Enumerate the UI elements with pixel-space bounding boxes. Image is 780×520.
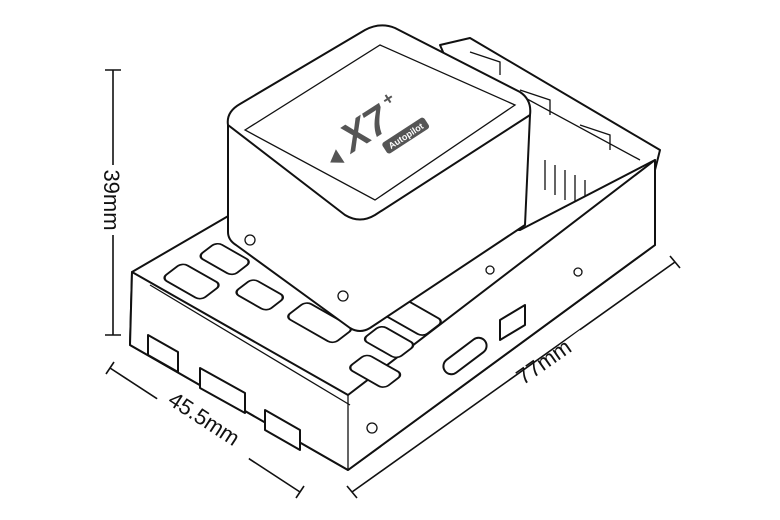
connector-port [349,354,402,388]
connector-port [363,326,415,359]
side-ports [147,265,583,451]
arrow-icon [330,149,345,163]
height-label: 39mm [99,169,124,230]
side-port [199,367,246,414]
side-port [499,304,526,341]
connector-port [163,263,220,300]
usb-c-port [442,336,488,376]
usb-port [147,334,179,373]
side-port [264,409,301,451]
connector-port [287,302,353,344]
autopilot-cube: X7 + Autopilot [226,24,532,332]
connector-port [199,242,250,276]
height-dimension: 39mm [99,69,126,336]
connector-port [235,279,284,311]
